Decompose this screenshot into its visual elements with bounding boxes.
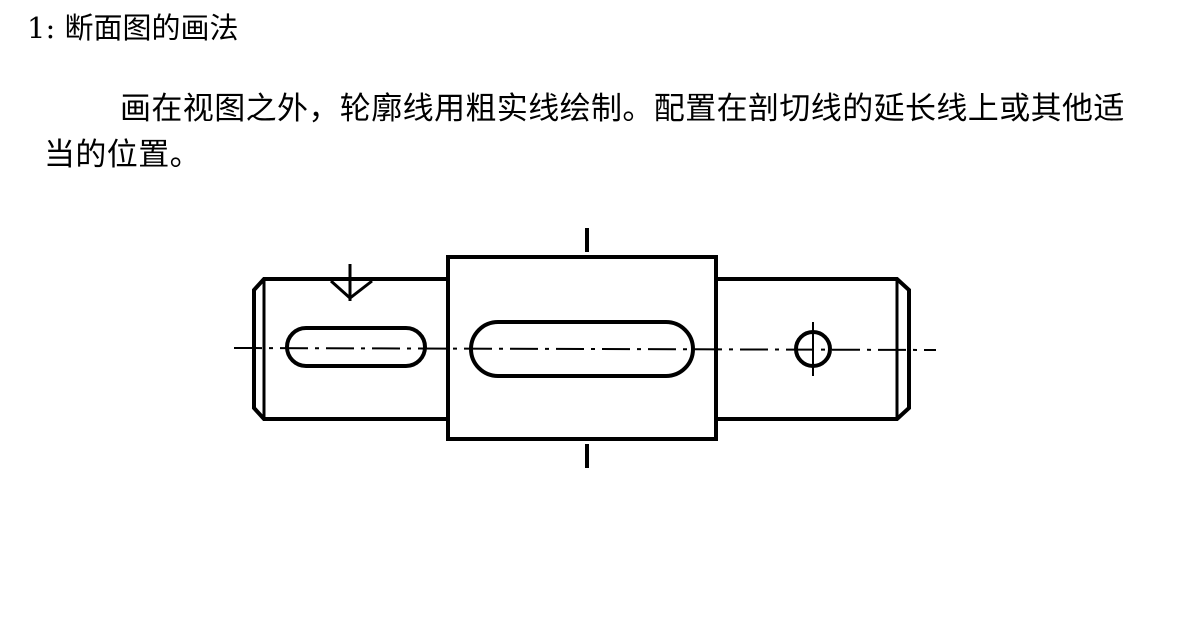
description-paragraph: 画在视图之外，轮廓线用粗实线绘制。配置在剖切线的延长线上或其他适当的位置。 bbox=[44, 86, 1154, 178]
description-text: 画在视图之外，轮廓线用粗实线绘制。配置在剖切线的延长线上或其他适当的位置。 bbox=[44, 91, 1125, 173]
central-hub bbox=[446, 255, 718, 441]
center-line bbox=[233, 347, 937, 351]
view-arrow-head bbox=[329, 279, 373, 300]
left-keyway-slot bbox=[285, 326, 427, 368]
hub-keyway-slot bbox=[469, 320, 695, 378]
right-shaft-outline bbox=[716, 277, 911, 421]
section-heading: 1: 断面图的画法 bbox=[27, 11, 239, 45]
left-shaft-outline bbox=[252, 277, 448, 421]
